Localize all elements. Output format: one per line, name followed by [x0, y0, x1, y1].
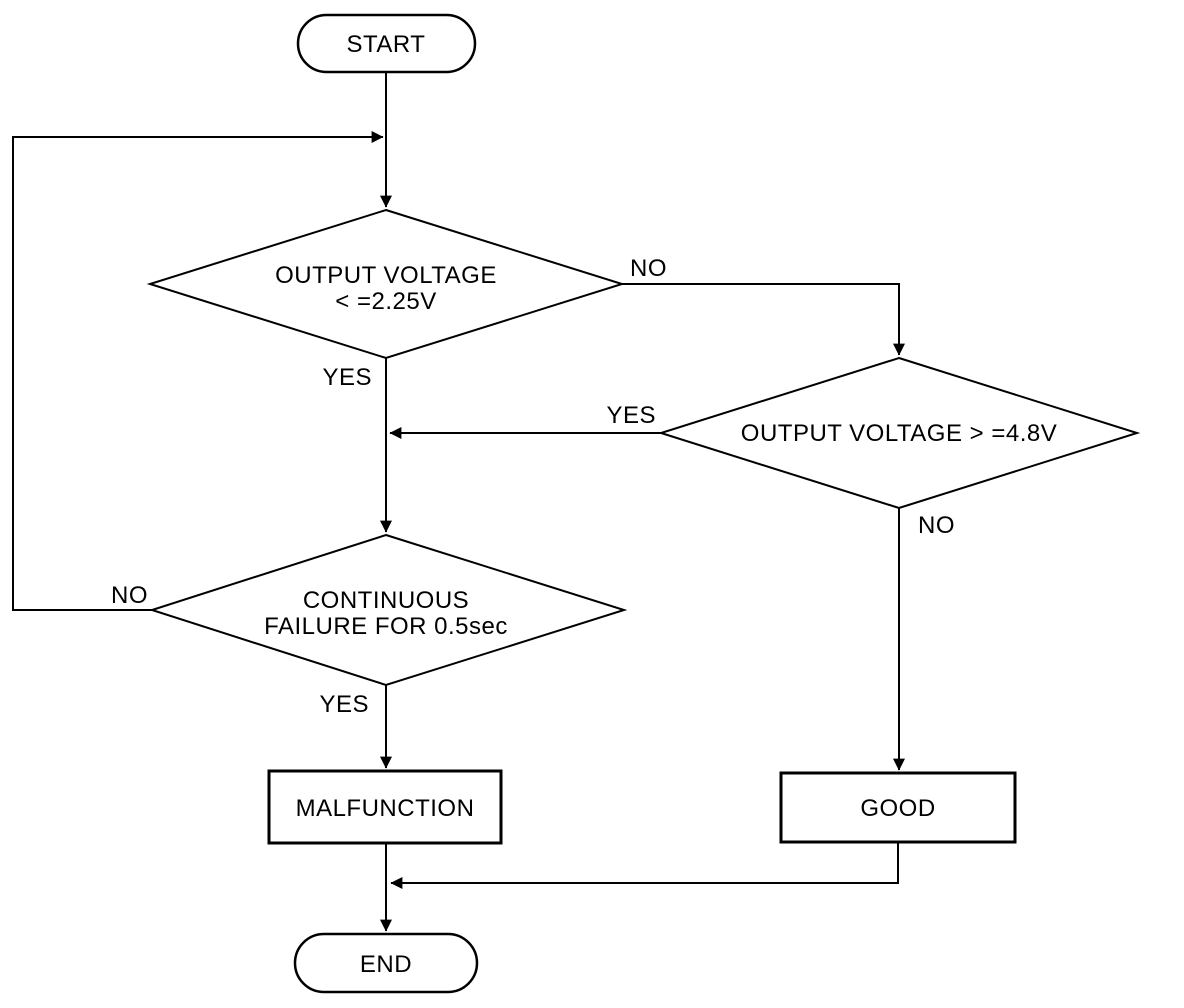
decision-continuous-failure-label-line2: FAILURE FOR 0.5sec — [264, 613, 508, 640]
edge-label-high-voltage-yes: YES — [606, 402, 656, 429]
decision-continuous-failure-label-line1: CONTINUOUS — [303, 587, 469, 614]
start-node-label: START — [347, 31, 426, 58]
edge-label-high-voltage-no: NO — [918, 512, 955, 539]
good-node — [779, 771, 1017, 844]
edge-label-low-voltage-yes: YES — [322, 364, 372, 391]
edge-continuous-no-loop-back — [12, 131, 384, 611]
malfunction-node-label: MALFUNCTION — [296, 795, 475, 822]
decision-high-voltage-label: OUTPUT VOLTAGE > =4.8V — [741, 420, 1057, 447]
decision-low-voltage-label-line2: < =2.25V — [335, 288, 436, 315]
edge-label-continuous-no: NO — [111, 582, 148, 609]
edge-label-continuous-yes: YES — [319, 691, 369, 718]
decision-low-voltage — [146, 208, 626, 360]
edge-label-low-voltage-no: NO — [630, 255, 667, 282]
end-node-label: END — [360, 951, 412, 978]
good-node-label: GOOD — [860, 795, 935, 822]
decision-low-voltage-label-line1: OUTPUT VOLTAGE — [275, 262, 497, 289]
decision-continuous-failure — [148, 533, 628, 687]
end-node — [293, 932, 479, 994]
edge-good-to-merge — [390, 842, 899, 889]
decision-high-voltage — [657, 356, 1141, 510]
malfunction-node — [267, 769, 503, 845]
edge-low-voltage-no-to-high-voltage — [622, 283, 905, 356]
start-node — [296, 13, 477, 74]
